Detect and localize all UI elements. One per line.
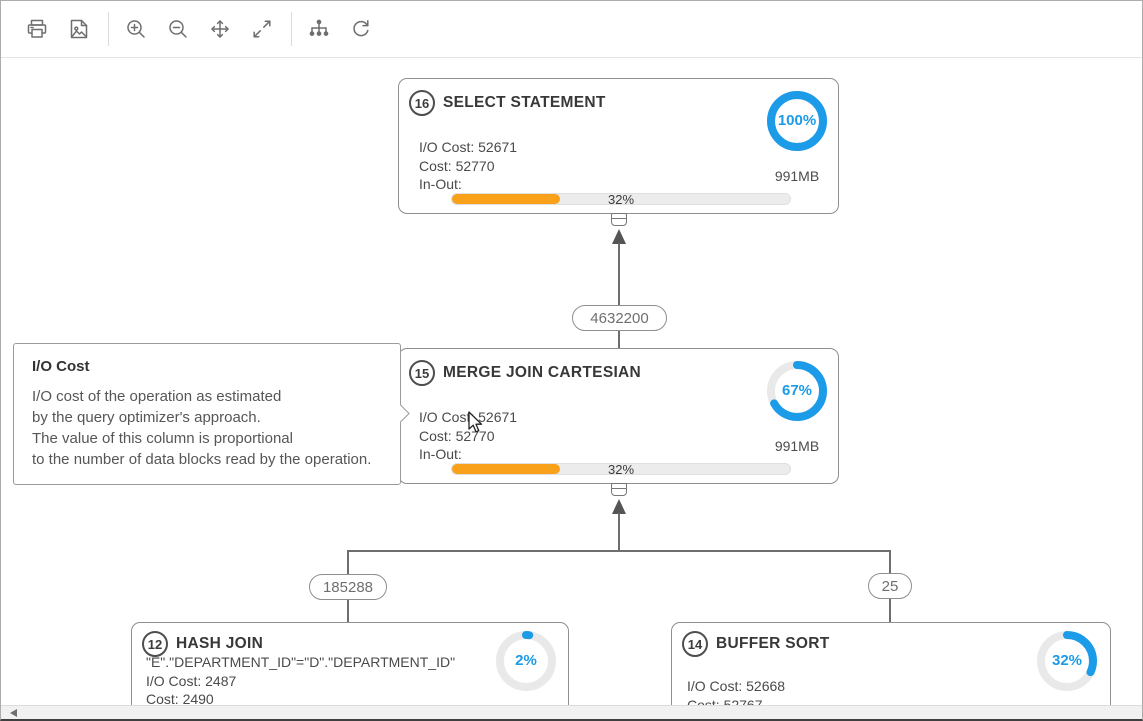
detail-line: to the number of data blocks read by the… [32,451,372,468]
toolbar-separator [108,12,109,46]
step-number-badge: 15 [409,360,435,386]
detail-line: "E"."DEPARTMENT_ID"="D"."DEPARTMENT_ID" [146,654,456,670]
progress-percent-label: 32% [607,192,635,207]
collapse-port-select[interactable] [611,213,627,226]
arrowhead-up [612,229,626,244]
bytes-label: 991MB [774,438,820,454]
bytes-label: 991MB [774,168,820,184]
detail-line: I/O cost of the operation as estimated [32,388,282,405]
detail-line: I/O Cost: 52671 [419,409,518,425]
collapse-port-merge[interactable] [611,483,627,496]
donut-chart [767,91,827,151]
detail-line: by the query optimizer's approach. [32,409,261,426]
fit-to-screen-icon [253,20,271,38]
step-number-badge: 16 [409,90,435,116]
detail-line: Cost: 52767 [687,696,763,707]
detail-line: In-Out: [419,446,462,462]
connector-line [618,243,620,305]
arrowhead-up [612,499,626,514]
pan-icon [211,20,229,38]
node-details: "E"."DEPARTMENT_ID"="D"."DEPARTMENT_ID" I… [146,653,455,706]
node-title: SELECT STATEMENT [443,94,606,111]
horizontal-scrollbar[interactable] [1,705,1142,719]
donut-percent-label: 100% [777,112,817,129]
donut-chart [1037,631,1097,691]
node-header: 16 SELECT STATEMENT [409,90,606,116]
node-title: HASH JOIN [176,635,264,652]
edge-rowcount-pill: 4632200 [572,305,667,331]
io-cost-tooltip: I/O Cost I/O cost of the operation as es… [13,343,410,485]
zoom-out-button[interactable] [165,16,191,42]
node-title: MERGE JOIN CARTESIAN [443,364,642,381]
scroll-left-arrow-icon[interactable] [10,709,17,717]
refresh-button[interactable] [348,16,374,42]
step-number-badge: 14 [682,631,708,657]
zoom-in-button[interactable] [123,16,149,42]
edge-rowcount-pill: 25 [868,573,912,599]
print-icon [27,19,47,38]
progress-percent-label: 32% [607,462,635,477]
plan-node-hash-join[interactable]: 12 HASH JOIN "E"."DEPARTMENT_ID"="D"."DE… [131,622,569,706]
detail-line: I/O Cost: 2487 [146,672,237,689]
connector-line [347,550,890,552]
connector-line [347,550,349,574]
edge-rowcount-label: 185288 [322,578,374,596]
mouse-cursor-icon [468,411,483,433]
node-header: 15 MERGE JOIN CARTESIAN [409,360,641,386]
cost-donut: 100% 991MB [766,90,828,184]
detail-line: The value of this column is proportional [32,430,293,447]
toolbar [1,1,1142,58]
edge-rowcount-label: 4632200 [590,309,649,327]
print-button[interactable] [24,16,50,42]
zoom-in-icon [127,20,145,38]
node-title: BUFFER SORT [716,635,830,652]
donut-chart [767,361,827,421]
connector-line [347,600,349,622]
hierarchy-layout-button[interactable] [306,16,332,42]
pan-button[interactable] [207,16,233,42]
refresh-icon [353,20,369,37]
donut-percent-label: 32% [1051,652,1083,669]
detail-line: I/O Cost: 52668 [687,678,786,694]
connector-line [618,331,620,348]
connector-line [889,550,891,573]
hierarchy-layout-icon [309,19,329,36]
connector-line [889,599,891,622]
connector-line [618,513,620,550]
donut-percent-label: 2% [515,652,537,669]
port-divider [612,487,626,489]
inout-progress-bar: 32% [451,192,791,207]
progress-fill [452,464,561,474]
tooltip-body: I/O cost of the operation as estimated by… [32,386,386,470]
port-divider [612,217,626,219]
node-header: 12 HASH JOIN [142,631,263,657]
cost-donut: 32% 550B [1036,630,1098,706]
tooltip-title: I/O Cost [32,358,90,375]
detail-line: Cost: 52770 [419,157,495,174]
progress-fill [452,194,561,204]
donut-chart [496,631,556,691]
inout-progress-bar: 32% [451,462,791,477]
detail-line: In-Out: [419,176,462,192]
detail-line: Cost: 2490 [146,691,214,706]
export-image-icon [70,19,88,39]
node-header: 14 BUFFER SORT [682,631,830,657]
donut-percent-label: 67% [781,382,813,399]
fit-to-screen-button[interactable] [249,16,275,42]
toolbar-separator [291,12,292,46]
detail-line: I/O Cost: 52671 [419,139,518,155]
plan-diagram-canvas[interactable]: 4632200 185288 25 16 SELECT STATEMENT I/… [1,58,1142,706]
edge-rowcount-pill: 185288 [309,574,387,600]
step-number-badge: 12 [142,631,168,657]
cost-donut: 2% 26MB [495,630,557,706]
cost-donut: 67% 991MB [766,360,828,454]
zoom-out-icon [169,20,187,38]
edge-rowcount-label: 25 [881,577,899,595]
export-image-button[interactable] [66,16,92,42]
